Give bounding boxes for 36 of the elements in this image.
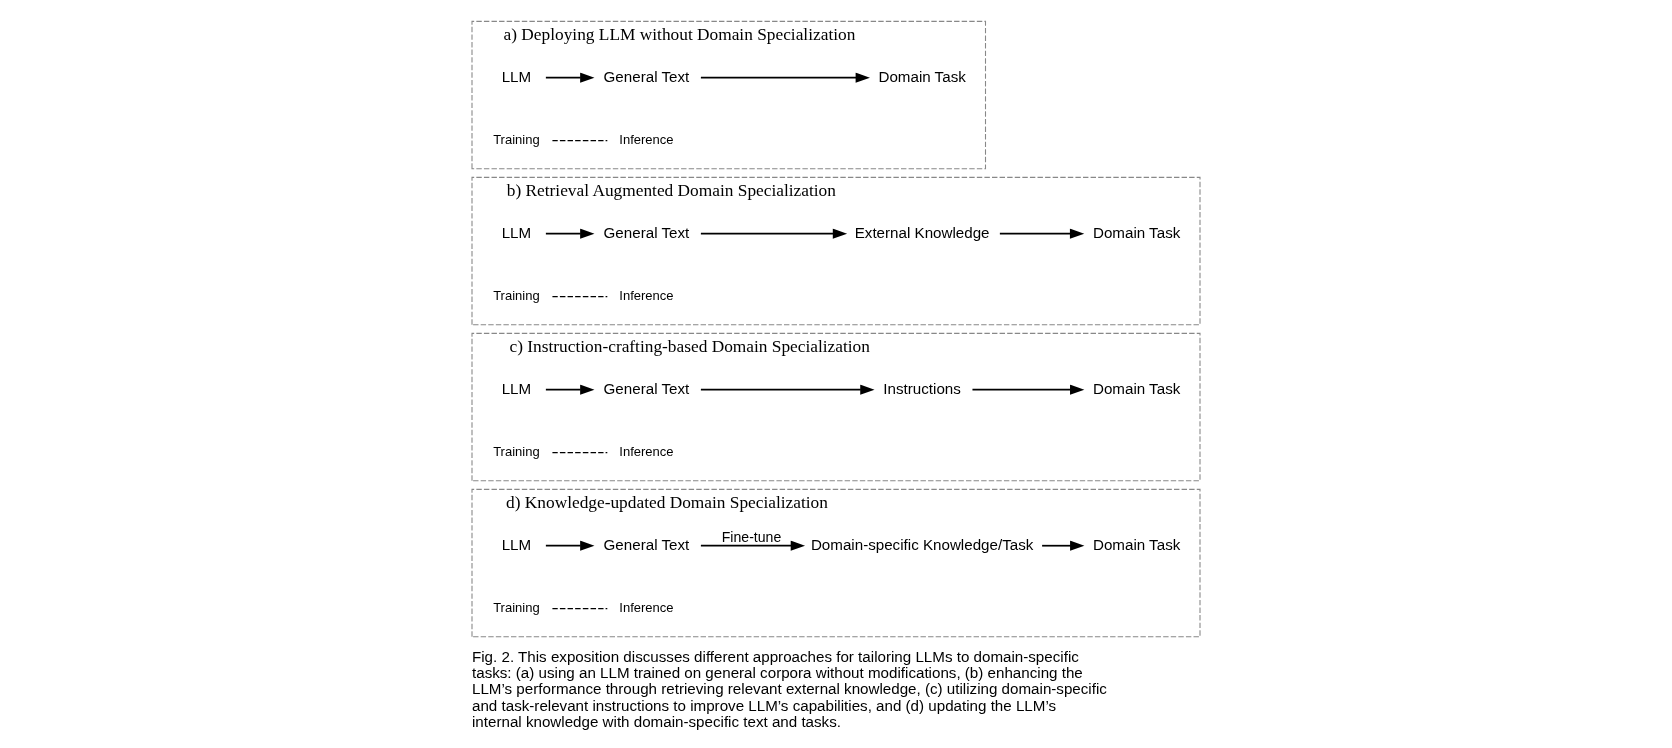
label: Training [493,443,540,459]
label: Inference [619,443,674,459]
node-text: LLM [501,379,532,397]
label: Training [493,131,540,147]
node-text: Domain Task [1092,535,1181,553]
node-text: Domain Task [878,67,966,85]
node-text: General Text [603,379,690,397]
arrow [545,384,595,395]
arrow [700,228,848,239]
arrow [1041,540,1085,551]
node-text: General Text [603,67,690,85]
arrow [700,72,870,83]
edge-label: Fine-tune [721,528,782,545]
node-text: Domain Task [1092,223,1181,241]
arrow [545,228,595,239]
node-text: Domain-specific Knowledge/Task [810,535,1034,553]
arrow [700,384,875,395]
arrow [700,540,806,551]
label: Inference [619,599,674,615]
arrow [545,72,595,83]
node-text: External Knowledge [854,223,990,241]
node-text: General Text [603,223,690,241]
node-text: LLM [501,535,532,553]
node-text: LLM [501,223,532,241]
arrow [999,228,1085,239]
label: Training [493,599,540,615]
node-text: LLM [501,67,532,85]
label: Training [493,287,540,303]
node-text: General Text [603,535,690,553]
arrow [545,540,595,551]
arrow [971,384,1085,395]
node-text: Domain Task [1092,379,1181,397]
node-text: Instructions [883,379,961,397]
caption: Fig. 2. This exposition discusses different approaches for tailoring LLMs to domain-specific tasks: (a) using an LLM trained on general corpora without modifications, (b) enhancing the LLM’s performance through retrieving relevant external knowledge, (c) utilizing domain-specific and task-relevant instructions to improve LLM’s capabilities, and (d) updating the LLM’s internal knowledge with domain-specific text and tasks. [472,647,1107,730]
label: Inference [619,287,674,303]
label: Inference [619,131,674,147]
